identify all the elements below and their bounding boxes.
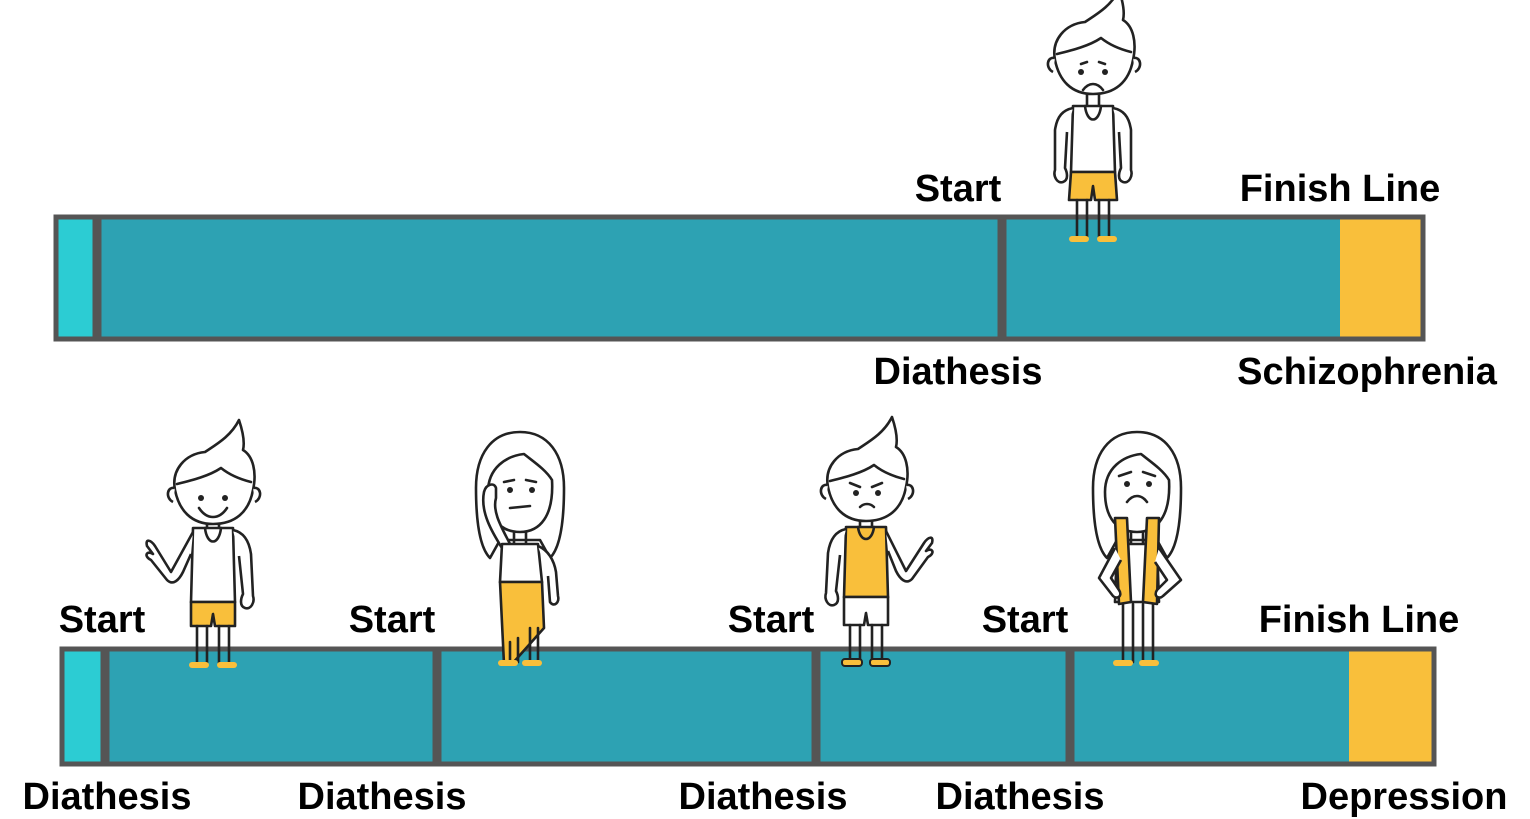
start-label: Start — [59, 599, 146, 641]
track-bar — [59, 646, 1437, 767]
track-bar — [53, 214, 1426, 342]
diathesis-label: Diathesis — [936, 776, 1105, 818]
frowning-man-figure — [819, 415, 934, 667]
start-label: Start — [915, 168, 1002, 210]
finish-line-label: Finish Line — [1259, 599, 1460, 641]
finish-block — [1340, 219, 1421, 337]
finish-block — [1349, 651, 1432, 762]
diathesis-label: Diathesis — [874, 351, 1043, 393]
diathesis-label: Diathesis — [679, 776, 848, 818]
finish-line-label: Finish Line — [1240, 168, 1441, 210]
start-label: Start — [349, 599, 436, 641]
sad-man-figure — [1046, 0, 1142, 242]
diathesis-label: Diathesis — [298, 776, 467, 818]
start-block — [64, 651, 103, 762]
sad-woman-figure — [1091, 430, 1183, 666]
track-depression: Start Start Start Start Finish Line Diat… — [23, 415, 1508, 818]
track-schizophrenia: Start Finish Line Diathesis Schizophreni… — [53, 0, 1498, 393]
outcome-label-depression: Depression — [1301, 776, 1508, 818]
outcome-label-schizophrenia: Schizophrenia — [1237, 351, 1498, 393]
worried-woman-figure — [474, 430, 566, 666]
happy-man-figure — [145, 418, 262, 668]
start-block — [58, 219, 96, 337]
diathesis-label: Diathesis — [23, 776, 192, 818]
start-label: Start — [982, 599, 1069, 641]
start-label: Start — [728, 599, 815, 641]
